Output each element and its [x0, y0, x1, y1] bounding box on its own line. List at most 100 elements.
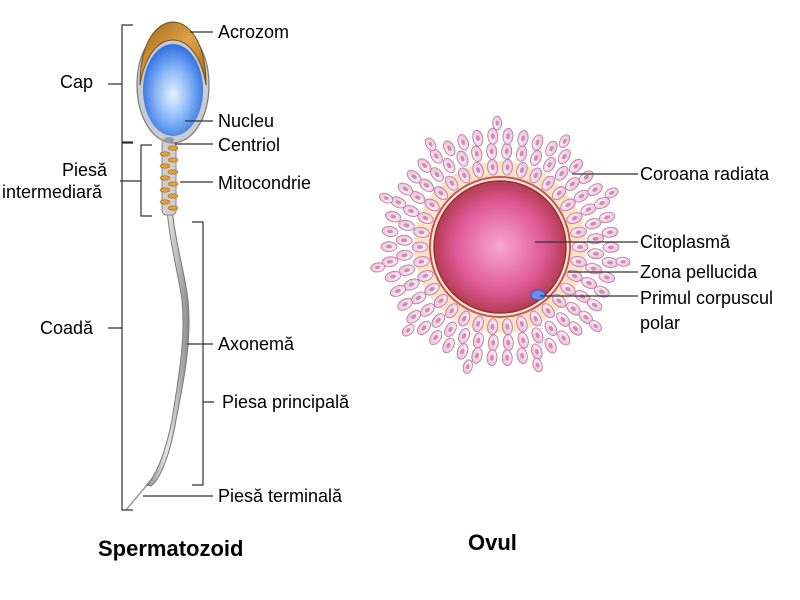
corona-cell: [529, 310, 542, 327]
corona-cell: [381, 256, 399, 268]
corona-cell: [586, 298, 603, 312]
label-coroana-radiata: Coroana radiata: [640, 164, 770, 184]
label-zona-pellucida: Zona pellucida: [640, 262, 758, 282]
sperm-end-piece: [125, 484, 148, 511]
corona-cell: [587, 248, 605, 260]
corona-cell: [433, 293, 449, 308]
corona-cell: [529, 167, 542, 184]
corona-cell: [557, 148, 571, 165]
spermatozoon: [108, 21, 214, 511]
mitochondrion: [167, 157, 179, 163]
corona-cell: [395, 234, 413, 246]
corona-cell: [398, 219, 415, 231]
corona-cell: [585, 263, 602, 275]
corona-cell: [462, 359, 473, 374]
corona-cell: [417, 320, 431, 336]
corona-cell: [570, 256, 587, 268]
label-piesa-terminala: Piesă terminală: [218, 486, 343, 506]
bracket-tail: [108, 142, 133, 511]
corona-cell: [406, 310, 422, 324]
corona-cell: [456, 343, 469, 360]
label-piesa-intermediara-line2: intermediară: [2, 182, 103, 202]
corona-cell: [531, 327, 544, 344]
corona-cell: [487, 158, 499, 176]
corona-cell: [598, 211, 616, 224]
polar-body: [530, 289, 546, 301]
corona-cell: [389, 284, 407, 297]
corona-cell: [501, 142, 513, 160]
corona-cell: [558, 134, 571, 149]
corona-cell: [396, 249, 413, 261]
corona-cell: [384, 211, 402, 223]
corona-cell: [406, 169, 422, 184]
corona-cell: [556, 312, 570, 327]
corona-cell: [444, 321, 457, 338]
corona-cell: [381, 226, 399, 237]
corona-cell: [442, 157, 456, 174]
cytoplasm: [433, 180, 567, 314]
corona-cell: [501, 158, 513, 176]
label-nucleu: Nucleu: [218, 111, 275, 131]
corona-cell: [458, 310, 471, 327]
corona-cell: [580, 277, 598, 289]
mitochondrion: [167, 145, 179, 151]
title-ovul: Ovul: [468, 530, 517, 555]
corona-cell: [545, 140, 558, 157]
bracket-midpiece: [120, 144, 152, 217]
corona-cell: [402, 205, 420, 217]
corona-cell: [516, 161, 528, 179]
corona-cell: [431, 313, 446, 328]
corona-cell: [551, 293, 567, 308]
corona-cell: [517, 331, 529, 349]
mitochondrion: [167, 193, 179, 199]
mitochondrion: [167, 169, 179, 175]
corona-cell: [516, 347, 528, 365]
corona-cell: [580, 203, 597, 216]
corona-cell: [501, 318, 513, 336]
corona-cell: [517, 130, 529, 147]
label-acrozom: Acrozom: [218, 22, 290, 42]
corona-cell: [442, 337, 455, 354]
corona-cell: [411, 241, 429, 253]
corona-cell: [565, 177, 580, 191]
corona-cell: [413, 226, 430, 238]
corona-cell: [380, 241, 398, 253]
acrosome: [139, 21, 207, 86]
corona-cell: [570, 226, 587, 238]
mitochondrion: [159, 151, 171, 157]
corona-cell: [471, 145, 483, 163]
corona-cell: [487, 127, 499, 145]
corona-cell: [615, 256, 631, 267]
corona-cell: [543, 156, 556, 173]
corona-cell: [602, 241, 620, 253]
corona-cell: [557, 330, 571, 346]
mitochondrion: [159, 163, 171, 169]
corona-cell: [445, 175, 459, 191]
corona-cell: [443, 140, 456, 157]
corona-cell: [420, 303, 435, 317]
mitochondrion: [167, 181, 179, 187]
corona-cell: [429, 148, 443, 164]
mitochondrion: [159, 187, 171, 193]
corona-cell: [471, 347, 483, 364]
corona-cell: [486, 349, 498, 367]
label-centriol: Centriol: [218, 135, 281, 155]
corona-cell: [456, 150, 469, 167]
corona-cell: [458, 167, 471, 184]
bracket-cap: [108, 24, 133, 143]
corona-cell: [379, 192, 394, 204]
corona-cell: [516, 315, 528, 333]
nucleus: [143, 44, 203, 136]
corona-cell: [587, 183, 603, 196]
corona-cell: [486, 143, 498, 160]
corona-cell: [472, 129, 484, 147]
corona-cell: [530, 149, 542, 167]
corona-cell: [390, 196, 407, 209]
corona-radiata-cells: [370, 115, 631, 374]
corona-cell: [457, 134, 470, 151]
corona-cell: [397, 182, 414, 196]
corona-cell: [472, 315, 484, 333]
label-citoplasma: Citoplasmă: [640, 232, 731, 252]
corona-cell: [417, 158, 432, 173]
